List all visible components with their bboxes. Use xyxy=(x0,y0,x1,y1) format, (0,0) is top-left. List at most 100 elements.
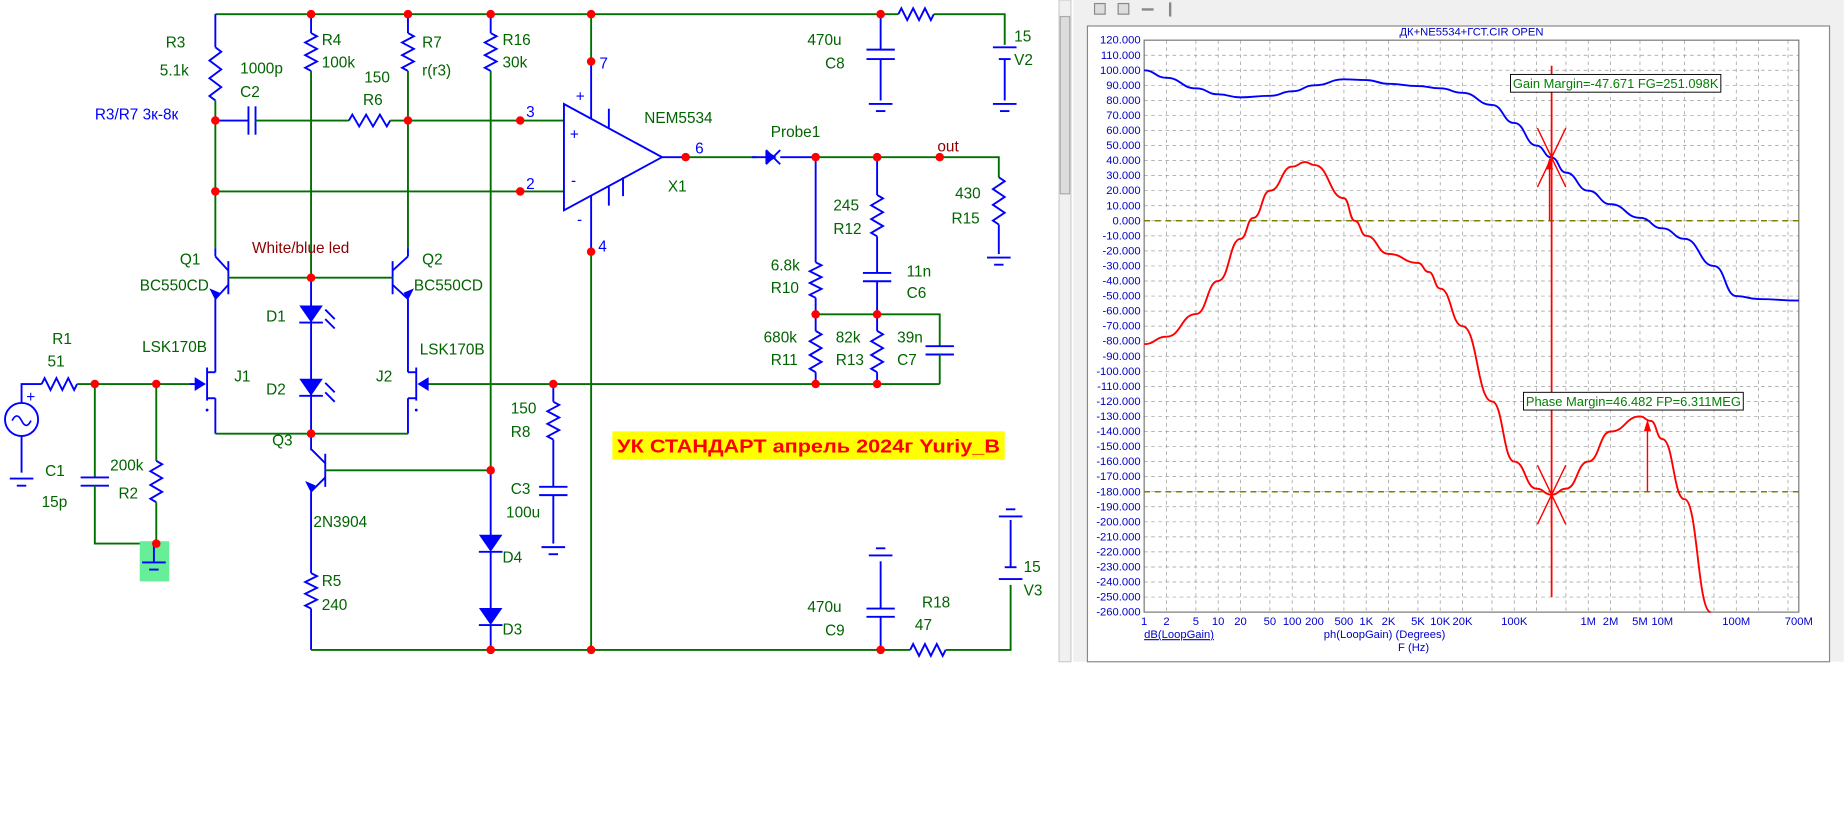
junction-node[interactable] xyxy=(486,645,495,655)
legend-gain[interactable]: dB(LoopGain) xyxy=(1144,629,1214,641)
diode-symbol xyxy=(299,305,323,323)
cascade-icon[interactable] xyxy=(1093,2,1106,15)
junction-node[interactable] xyxy=(90,379,100,389)
analysis-panel: ДК+NE5534+ГСТ.CIR OPEN-260.000-250.000-2… xyxy=(1073,0,1844,663)
wire xyxy=(933,13,1006,45)
resistor-r4 xyxy=(303,32,319,72)
junction-node[interactable] xyxy=(681,152,690,162)
label-q3: Q3 xyxy=(272,432,293,449)
label-d2: D2 xyxy=(266,382,286,399)
label-d4: D4 xyxy=(503,549,523,566)
junction-node[interactable] xyxy=(811,152,820,162)
x-tick-label: 50 xyxy=(1264,616,1276,628)
junction-node[interactable] xyxy=(549,379,558,389)
x-tick-label: 2M xyxy=(1603,616,1619,628)
transistor-q1 xyxy=(214,255,230,272)
label-v3: V3 xyxy=(1024,583,1043,600)
junction-node[interactable] xyxy=(811,379,820,389)
x-axis-label: F (Hz) xyxy=(1398,642,1429,654)
junction-node[interactable] xyxy=(586,9,596,19)
label-r7: R7 xyxy=(422,34,442,51)
junction-node[interactable] xyxy=(876,9,885,19)
label-r5: R5 xyxy=(322,573,342,590)
junction-node[interactable] xyxy=(403,116,413,125)
transistor-q3 xyxy=(310,448,326,464)
junction-node[interactable] xyxy=(872,379,882,389)
x-tick-label: 5 xyxy=(1193,616,1199,628)
junction-node[interactable] xyxy=(515,116,525,125)
label-q2-model: BC550CD xyxy=(414,278,483,295)
plus-sign: + xyxy=(26,389,35,406)
junction-node[interactable] xyxy=(872,152,882,162)
label-r7-val: r(r3) xyxy=(422,63,451,80)
minus-sign: - xyxy=(577,212,582,229)
label-c2-val: 1000p xyxy=(240,60,283,77)
loop-gain-plot[interactable]: ДК+NE5534+ГСТ.CIR OPEN-260.000-250.000-2… xyxy=(1096,26,1813,654)
transistor-q3-arrow xyxy=(305,480,316,493)
label-r16: R16 xyxy=(503,32,531,49)
y-tick-label: -230.000 xyxy=(1096,562,1140,574)
phase-margin-label-box xyxy=(1523,391,1744,411)
label-c1-val: 15p xyxy=(42,494,68,511)
junction-node[interactable] xyxy=(306,9,316,19)
y-tick-label: -150.000 xyxy=(1096,441,1140,453)
junction-node[interactable] xyxy=(152,379,161,389)
y-tick-label: -170.000 xyxy=(1096,471,1140,483)
junction-node[interactable] xyxy=(876,645,885,655)
label-opamp-model: NEM5534 xyxy=(644,110,713,127)
label-r15: R15 xyxy=(952,210,980,227)
label-d3: D3 xyxy=(503,622,523,639)
resistor-r2 xyxy=(148,460,165,504)
scrollbar-thumb[interactable] xyxy=(1059,15,1071,195)
x-tick-label: 2 xyxy=(1163,616,1169,628)
resistor-r1 xyxy=(40,376,78,393)
opamp-symbol xyxy=(563,102,665,212)
junction-node[interactable] xyxy=(306,429,316,438)
junction-node[interactable] xyxy=(935,152,944,162)
label-q3-model: 2N3904 xyxy=(313,514,367,531)
label-r2: R2 xyxy=(118,486,138,503)
probe-icon xyxy=(765,149,781,165)
y-tick-label: 10.000 xyxy=(1106,200,1140,212)
diode-symbol xyxy=(478,607,503,625)
resistor-r11 xyxy=(807,330,824,374)
junction-node[interactable] xyxy=(152,539,161,548)
y-tick-label: -80.000 xyxy=(1103,336,1141,348)
junction-node[interactable] xyxy=(403,9,413,19)
label-c9: C9 xyxy=(825,623,845,640)
junction-node[interactable] xyxy=(211,187,220,196)
schematic-scrollbar[interactable] xyxy=(1058,0,1072,663)
junction-node[interactable] xyxy=(515,187,525,196)
circuit-title-banner: УК СТАНДАРТ апрель 2024г Yuriy_B xyxy=(617,437,1000,458)
label-pin6: 6 xyxy=(695,141,704,158)
label-r8: R8 xyxy=(511,424,531,441)
x-tick-label: 1 xyxy=(1141,616,1147,628)
plot-title: ДК+NE5534+ГСТ.CIR OPEN xyxy=(1399,26,1543,38)
y-tick-label: -240.000 xyxy=(1096,577,1140,589)
junction-node[interactable] xyxy=(811,310,820,319)
label-c3: C3 xyxy=(511,481,531,498)
wire xyxy=(93,485,157,545)
junction-node[interactable] xyxy=(586,57,596,66)
junction-node[interactable] xyxy=(211,116,220,125)
label-r3-val: 5.1k xyxy=(160,63,189,80)
label-j1-model: LSK170B xyxy=(142,339,207,356)
junction-node[interactable] xyxy=(486,466,495,475)
junction-node[interactable] xyxy=(306,273,316,282)
junction-node[interactable] xyxy=(486,9,495,19)
tile-icon[interactable] xyxy=(1117,2,1130,15)
legend-phase[interactable]: ph(LoopGain) (Degrees) xyxy=(1324,629,1446,641)
gain-margin-label: Gain Margin=-47.671 FG=251.098K xyxy=(1513,76,1719,91)
label-c3-val: 100u xyxy=(506,505,540,522)
gain-margin-label-box xyxy=(1510,73,1722,93)
y-tick-label: -190.000 xyxy=(1096,501,1140,513)
x-tick-label: 10M xyxy=(1651,616,1673,628)
y-tick-label: 40.000 xyxy=(1106,155,1140,167)
junction-node[interactable] xyxy=(872,310,882,319)
phase-margin-label: Phase Margin=46.482 FP=6.311MEG xyxy=(1526,394,1741,409)
label-r6-val: 150 xyxy=(364,70,390,87)
y-tick-label: 30.000 xyxy=(1106,170,1140,182)
junction-node[interactable] xyxy=(586,247,596,256)
junction-node[interactable] xyxy=(586,645,596,655)
